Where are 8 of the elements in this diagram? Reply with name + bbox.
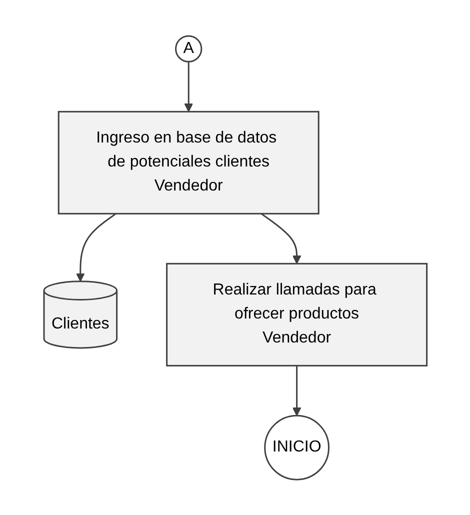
- node-box: Realizar llamadas para ofrecer productos Vendedor: [166, 262, 428, 366]
- node-box: Ingreso en base de datos de potenciales clientes Vendedor: [57, 110, 319, 214]
- arrow: [292, 365, 301, 416]
- arrow: [184, 61, 193, 112]
- arrow: [260, 212, 301, 264]
- node-circle: A: [174, 34, 202, 62]
- arrow: [76, 212, 116, 282]
- node-circle: INICIO: [264, 414, 330, 480]
